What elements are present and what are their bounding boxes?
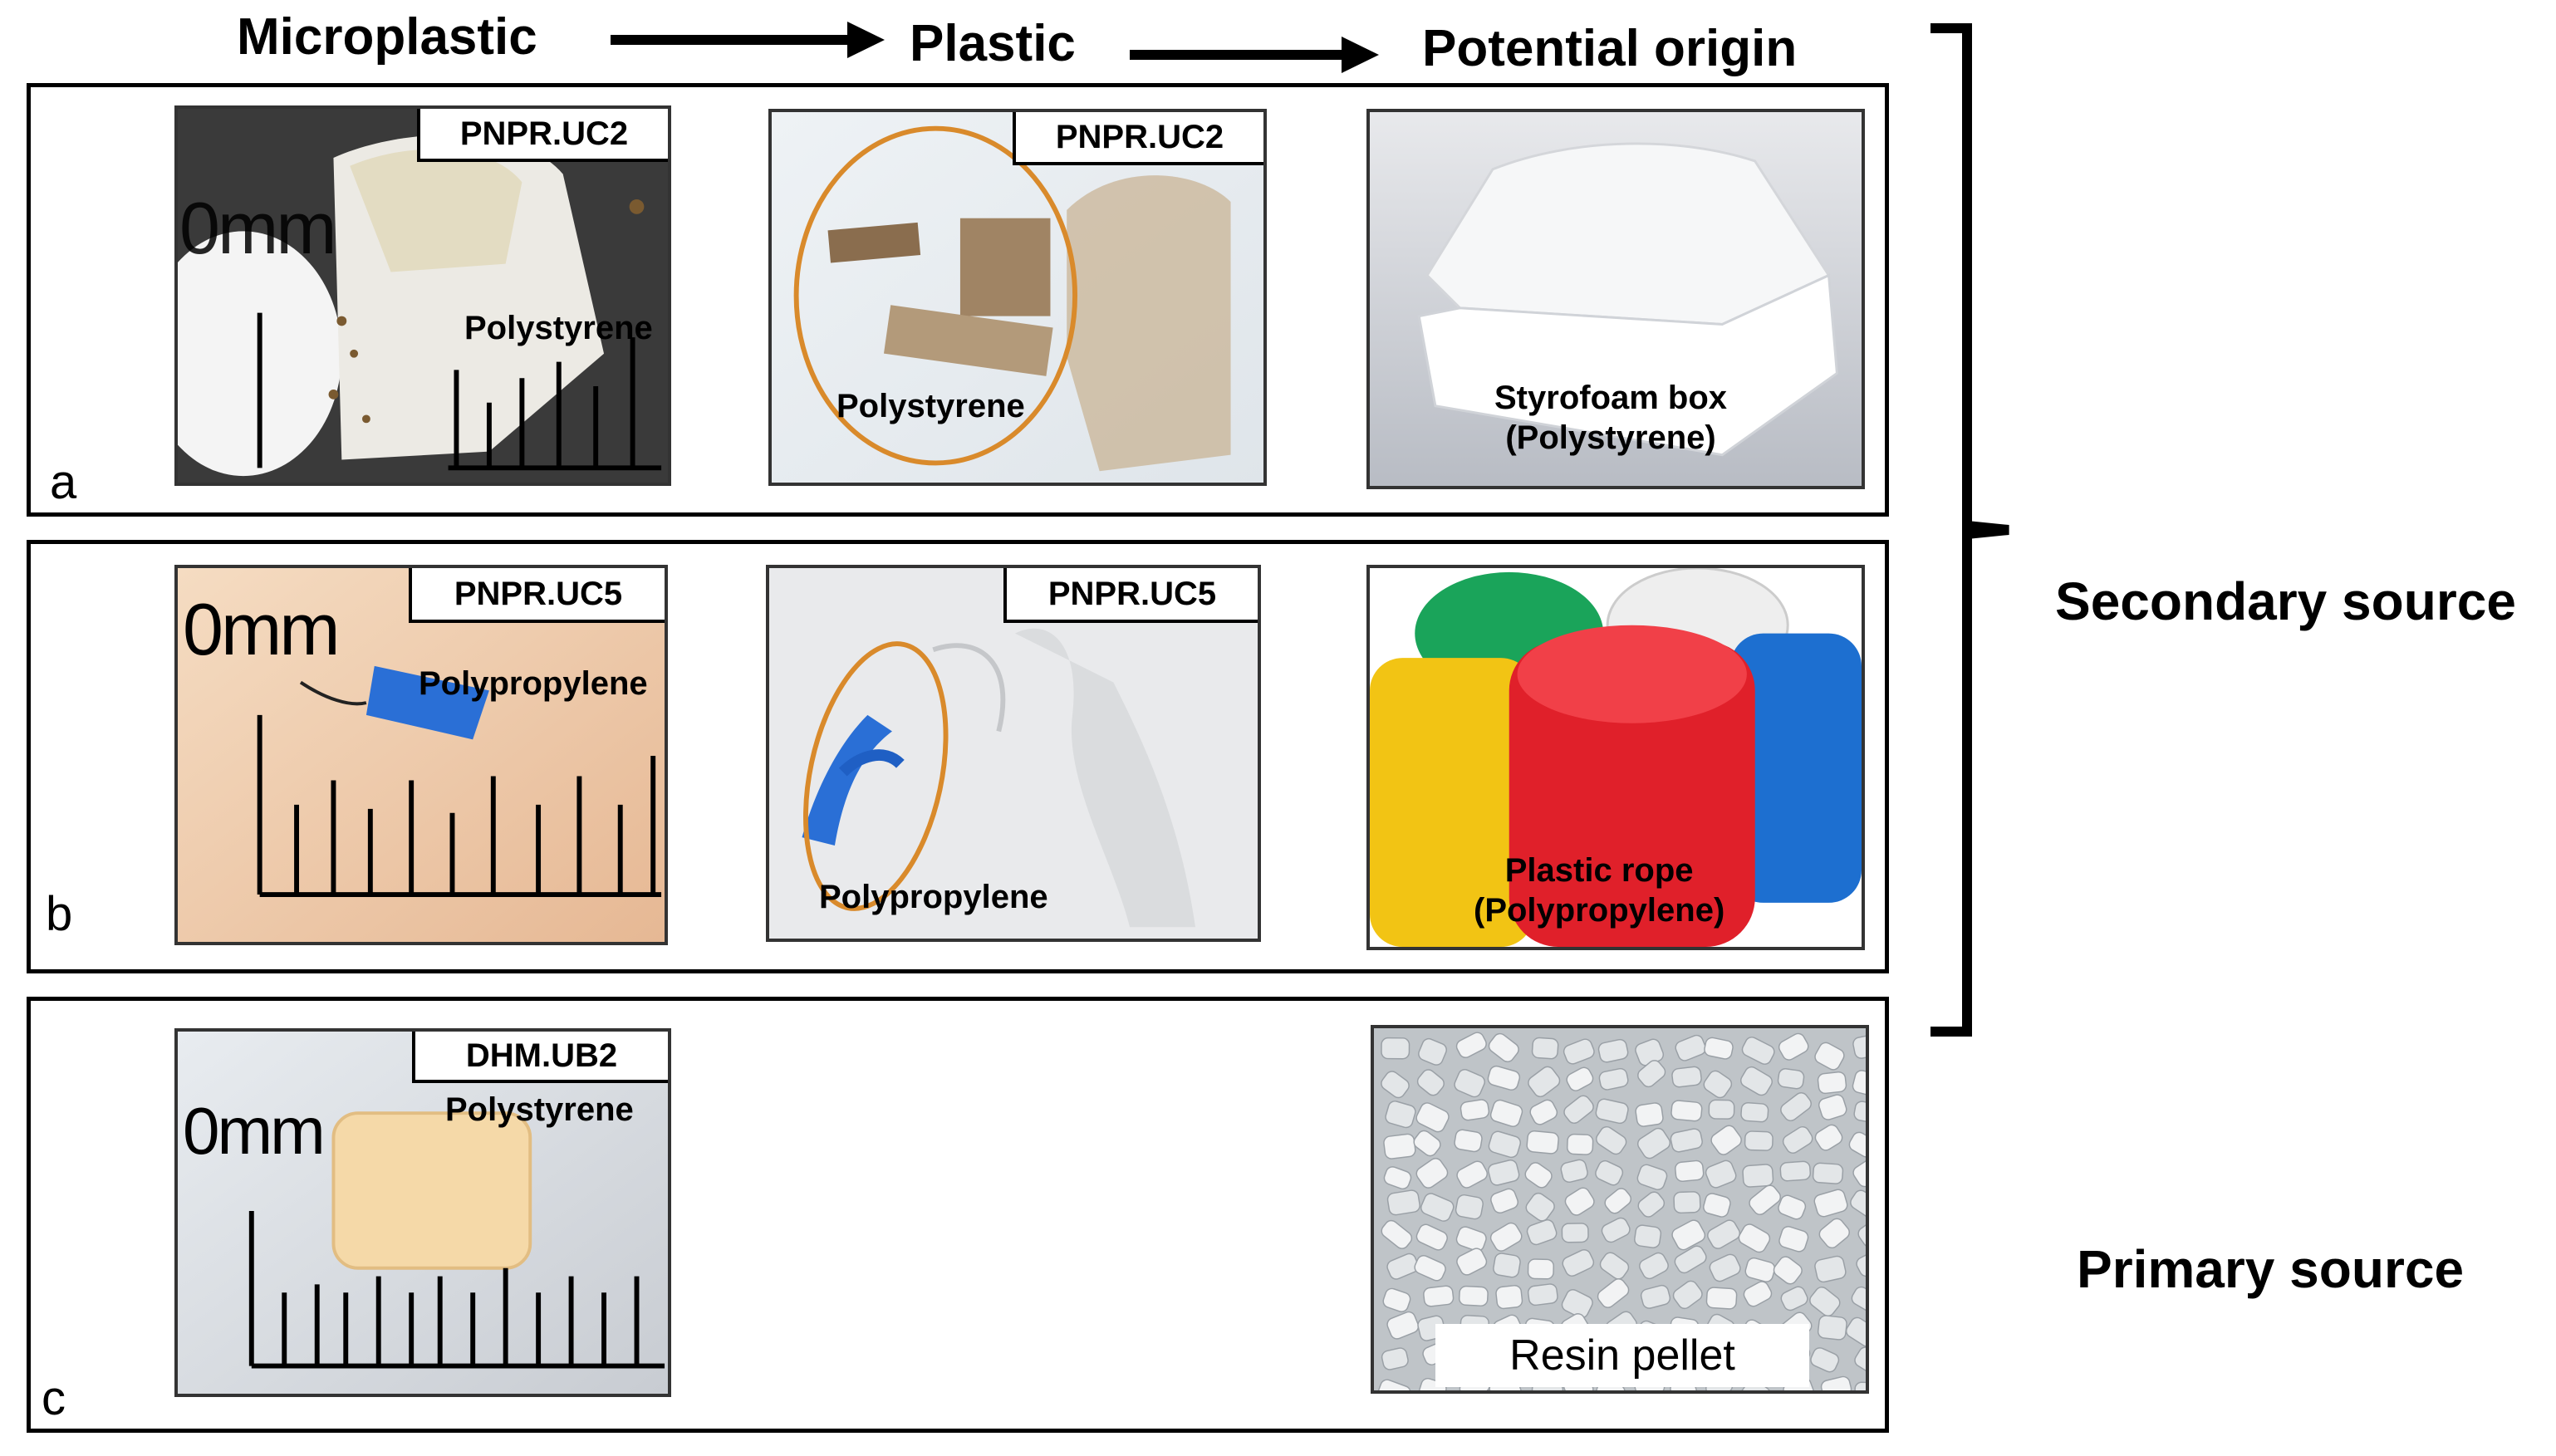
sample-tag: PNPR.UC2 (1013, 112, 1263, 165)
plastic-photo: PNPR.UC2 Polystyrene (768, 109, 1267, 486)
microplastic-photo: 0mm PNPR.UC5 Polypropylene (174, 565, 668, 945)
microplastic-photo: 0mm PNPR.UC2 Polystyrene (174, 105, 671, 486)
polymer-label: Polystyrene (464, 310, 653, 346)
arrow-right-icon (611, 22, 885, 58)
bracket-icon (1930, 23, 2009, 1037)
scale-label: 0mm (183, 1094, 326, 1168)
header-plastic: Plastic (910, 15, 1076, 72)
polymer-label: Polypropylene (419, 665, 648, 702)
origin-photo: Resin pellet (1371, 1025, 1869, 1394)
arrow-right-icon (1130, 37, 1379, 73)
origin-label: Resin pellet (1435, 1324, 1809, 1387)
secondary-source-label: Secondary source (2055, 571, 2516, 631)
polymer-label: Polystyrene (445, 1091, 634, 1128)
header-microplastic: Microplastic (237, 8, 537, 66)
row-b-panel (27, 540, 1889, 973)
scale-label: 0mm (179, 187, 337, 269)
scale-label: 0mm (183, 588, 341, 670)
origin-photo: Plastic rope (Polypropylene) (1366, 565, 1865, 950)
origin-label: Plastic rope (Polypropylene) (1474, 852, 1725, 929)
row-c-panel (27, 997, 1889, 1433)
origin-label: Styrofoam box (Polystyrene) (1494, 380, 1728, 456)
polymer-label: Polypropylene (819, 879, 1048, 915)
origin-photo: Styrofoam box (Polystyrene) (1366, 109, 1865, 489)
row-letter: c (42, 1371, 66, 1425)
row-letter: b (46, 887, 73, 941)
sample-tag: PNPR.UC2 (417, 109, 668, 162)
microplastic-photo: 0mm DHM.UB2 Polystyrene (174, 1028, 671, 1397)
row-letter: a (50, 455, 77, 509)
sample-tag: DHM.UB2 (412, 1032, 668, 1083)
primary-source-label: Primary source (2077, 1239, 2465, 1299)
plastic-photo: PNPR.UC5 Polypropylene (766, 565, 1261, 942)
row-a-panel (27, 83, 1889, 517)
sample-tag: PNPR.UC5 (1003, 568, 1258, 623)
polymer-label: Polystyrene (836, 388, 1025, 424)
header-potential-origin: Potential origin (1422, 20, 1798, 77)
sample-tag: PNPR.UC5 (409, 568, 665, 623)
